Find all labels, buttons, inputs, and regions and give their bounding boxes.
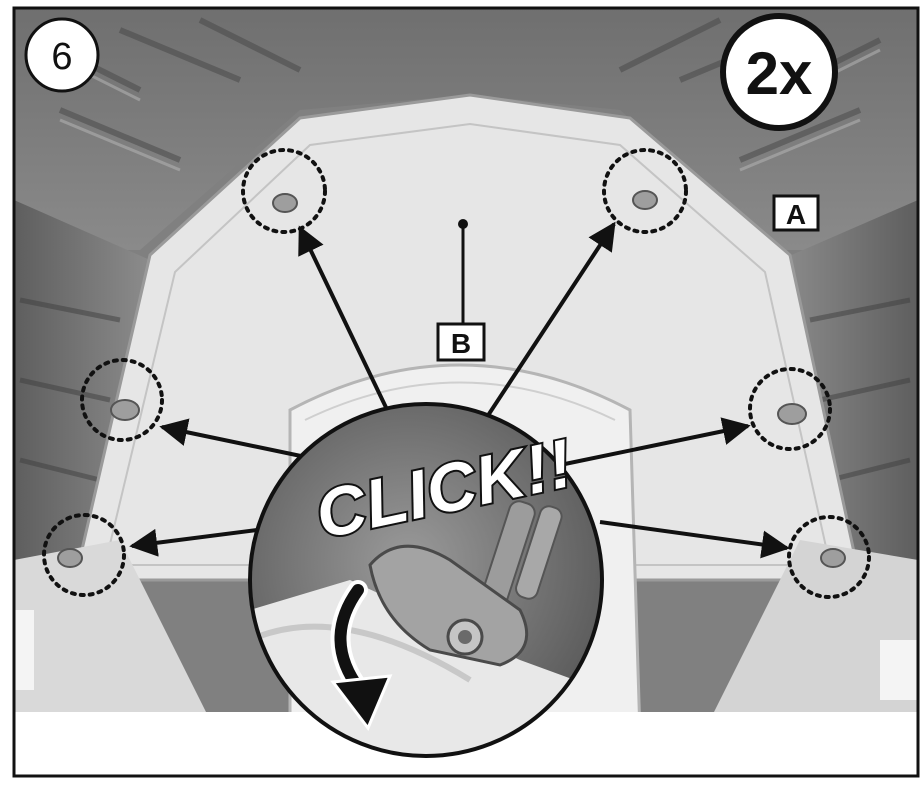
quantity-text: 2x — [746, 40, 813, 107]
label-b-text: B — [451, 328, 471, 359]
step-number-text: 6 — [51, 36, 72, 78]
label-a-box: A — [774, 196, 818, 230]
quantity-badge: 2x — [723, 16, 835, 128]
step-number-badge: 6 — [26, 19, 98, 91]
label-a-text: A — [786, 199, 806, 230]
